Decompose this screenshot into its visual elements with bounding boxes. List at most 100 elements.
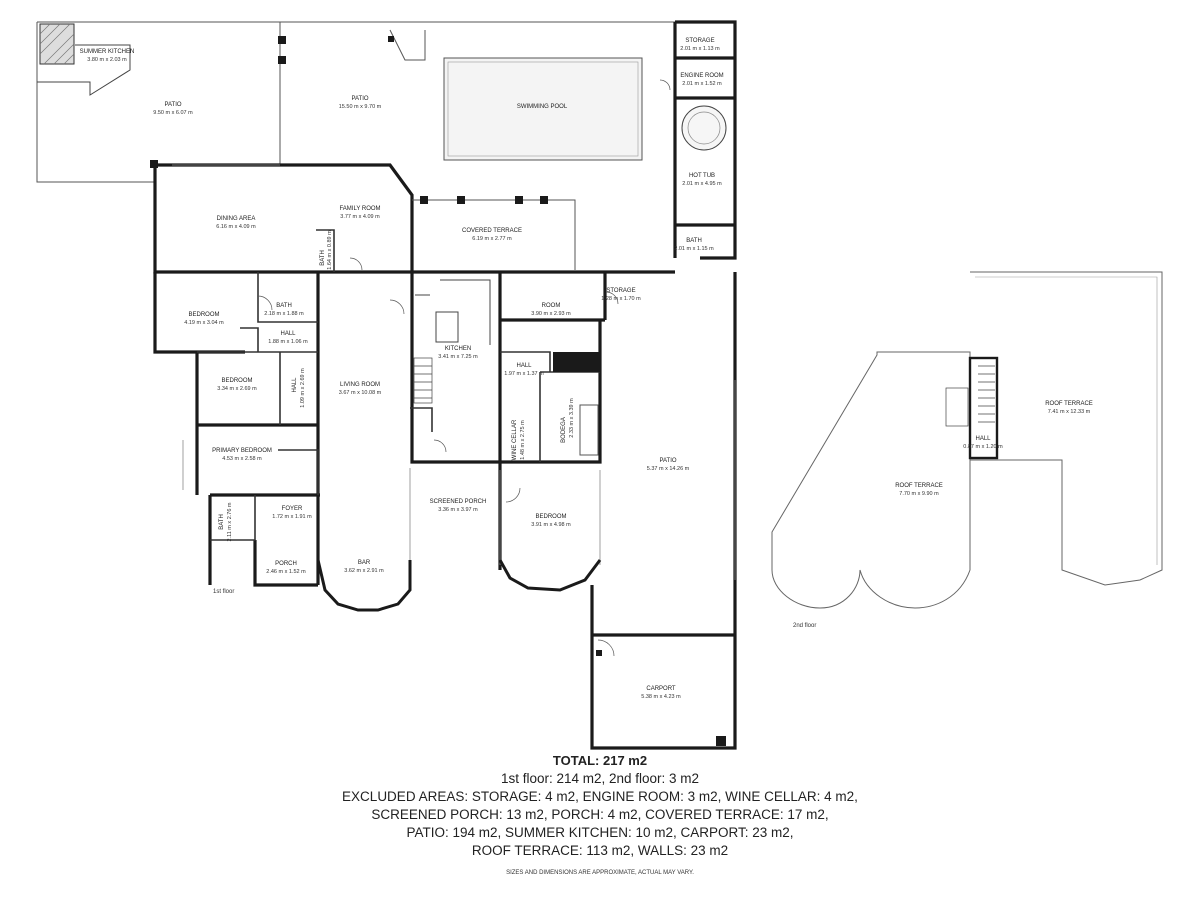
label-covered-terrace: COVERED TERRACE <box>462 228 522 234</box>
label-wine-cellar: WINE CELLAR <box>512 419 518 460</box>
label-engine-room: ENGINE ROOM <box>680 73 723 79</box>
dims-hot-tub: 2.01 m x 4.95 m <box>682 181 722 187</box>
dims-dining-area: 6.16 m x 4.09 m <box>216 224 256 230</box>
dims-bedroom-mid: 3.34 m x 2.69 m <box>217 386 257 392</box>
dims-screened-porch: 3.36 m x 3.97 m <box>438 507 478 513</box>
floor-areas: 1st floor: 214 m2, 2nd floor: 3 m2 <box>500 771 700 786</box>
kitchen-counter <box>415 279 491 345</box>
label-kitchen: KITCHEN <box>445 346 471 352</box>
dims-carport: 5.38 m x 4.23 m <box>641 694 681 700</box>
dims-bath-sw: 2.11 m x 2.76 m <box>227 502 233 541</box>
label-patio-nw: PATIO <box>164 102 181 108</box>
dims-bedroom-west: 4.19 m x 3.04 m <box>184 320 224 326</box>
dims-family-room: 3.77 m x 4.09 m <box>340 214 380 220</box>
label-dining-area: DINING AREA <box>217 216 256 222</box>
label-hot-tub: HOT TUB <box>689 173 715 179</box>
covered-terrace-outline <box>412 199 576 270</box>
excluded-areas-line-4: ROOF TERRACE: 113 m2, WALLS: 23 m2 <box>471 843 729 858</box>
dims-covered-terrace: 6.19 m x 2.77 m <box>472 236 512 242</box>
grill-hatch <box>39 23 75 65</box>
label-primary-bedroom: PRIMARY BEDROOM <box>212 448 272 454</box>
label-swimming-pool: SWIMMING POOL <box>517 104 568 110</box>
windows <box>172 164 736 580</box>
label-roof-terrace-small: ROOF TERRACE <box>895 483 943 489</box>
label-hall-vertical: HALL <box>292 377 298 393</box>
total-area: TOTAL: 217 m2 <box>552 753 648 768</box>
label-bedroom-mid: BEDROOM <box>221 378 252 384</box>
label-living-room: LIVING ROOM <box>340 382 380 388</box>
label-room: ROOM <box>542 303 561 309</box>
label-storage-top: STORAGE <box>685 38 714 44</box>
label-carport: CARPORT <box>646 686 676 692</box>
excluded-areas-line-2: SCREENED PORCH: 13 m2, PORCH: 4 m2, COVE… <box>371 807 829 822</box>
first-floor-plan <box>36 20 737 750</box>
dims-living-room: 3.67 m x 10.08 m <box>339 390 382 396</box>
dims-hall-vertical: 1.09 m x 2.69 m <box>300 368 306 408</box>
second-floor-label: 2nd floor <box>793 623 816 629</box>
dims-hall-kitchen: 1.97 m x 1.37 m <box>504 371 544 377</box>
label-hall-2nd: HALL <box>975 436 991 442</box>
excluded-areas-line-1: EXCLUDED AREAS: STORAGE: 4 m2, ENGINE RO… <box>342 789 858 804</box>
area-summary: TOTAL: 217 m2 1st floor: 214 m2, 2nd flo… <box>300 752 900 860</box>
label-patio-east: PATIO <box>659 458 676 464</box>
dims-patio-east: 5.37 m x 14.26 m <box>647 466 690 472</box>
dims-roof-terrace-small: 7.70 m x 9.90 m <box>899 491 939 497</box>
dims-bath-small: 1.64 m x 0.89 m <box>327 230 333 270</box>
summer-kitchen-counter <box>37 44 131 96</box>
swimming-pool <box>443 57 643 161</box>
label-storage-mid: STORAGE <box>606 288 635 294</box>
dims-storage-mid: 1.28 m x 1.70 m <box>601 296 641 302</box>
label-bath-small: BATH <box>320 250 326 266</box>
first-floor-label: 1st floor <box>213 589 234 595</box>
roof-terrace-outline <box>771 271 1163 609</box>
pillars <box>150 36 726 746</box>
stairs-first <box>413 357 433 404</box>
dims-engine-room: 2.01 m x 1.52 m <box>682 81 722 87</box>
disclaimer: SIZES AND DIMENSIONS ARE APPROXIMATE, AC… <box>506 870 694 876</box>
dark-storage-block <box>553 352 600 372</box>
excluded-areas-line-3: PATIO: 194 m2, SUMMER KITCHEN: 10 m2, CA… <box>406 825 794 840</box>
dims-kitchen: 3.41 m x 7.25 m <box>438 354 478 360</box>
bodega-shelf <box>579 404 599 456</box>
dims-hall-2nd: 0.87 m x 1.20 m <box>963 444 1003 450</box>
dims-roof-terrace-big: 7.41 m x 12.33 m <box>1048 409 1091 415</box>
dims-hall-west: 1.88 m x 1.06 m <box>268 339 308 345</box>
dims-primary-bedroom: 4.53 m x 2.58 m <box>222 456 262 462</box>
dims-patio-north: 15.50 m x 9.70 m <box>339 104 382 110</box>
label-family-room: FAMILY ROOM <box>339 206 380 212</box>
dims-storage-top: 2.01 m x 1.13 m <box>680 46 720 52</box>
summer-kitchen-grill <box>39 23 75 65</box>
room-labels: SUMMER KITCHEN 3.80 m x 2.03 m PATIO 9.5… <box>80 38 1093 700</box>
patio-boundary-north <box>36 21 675 183</box>
dims-summer-kitchen: 3.80 m x 2.03 m <box>87 57 127 63</box>
label-bedroom-south: BEDROOM <box>535 514 566 520</box>
hot-tub <box>681 105 727 151</box>
dims-bath-hot-tub: 2.01 m x 1.15 m <box>674 246 714 252</box>
label-hall-kitchen: HALL <box>516 363 532 369</box>
label-hall-west: HALL <box>280 331 296 337</box>
label-foyer: FOYER <box>282 506 303 512</box>
dims-porch: 2.46 m x 1.52 m <box>266 569 306 575</box>
dims-bar: 3.62 m x 2.91 m <box>344 568 384 574</box>
dims-bodega: 2.33 m x 3.39 m <box>569 398 575 438</box>
dims-patio-nw: 9.50 m x 6.07 m <box>153 110 193 116</box>
second-floor-plan <box>771 271 1163 609</box>
dims-foyer: 1.72 m x 1.91 m <box>272 514 312 520</box>
dims-bedroom-south: 3.91 m x 4.98 m <box>531 522 571 528</box>
door-swings <box>257 79 671 657</box>
stairs-second <box>968 356 999 460</box>
kitchen-island <box>435 311 459 343</box>
label-patio-north: PATIO <box>351 96 368 102</box>
label-bar: BAR <box>358 560 371 566</box>
label-bath-west: BATH <box>276 303 292 309</box>
label-bodega: BODEGA <box>561 417 567 443</box>
dims-room: 3.90 m x 2.93 m <box>531 311 571 317</box>
label-summer-kitchen: SUMMER KITCHEN <box>80 49 135 55</box>
label-screened-porch: SCREENED PORCH <box>430 499 487 505</box>
label-bath-hot-tub: BATH <box>686 238 702 244</box>
label-bedroom-west: BEDROOM <box>188 312 219 318</box>
label-porch: PORCH <box>275 561 297 567</box>
bedroom-bay <box>498 559 602 592</box>
dims-bath-west: 2.18 m x 1.88 m <box>264 311 304 317</box>
